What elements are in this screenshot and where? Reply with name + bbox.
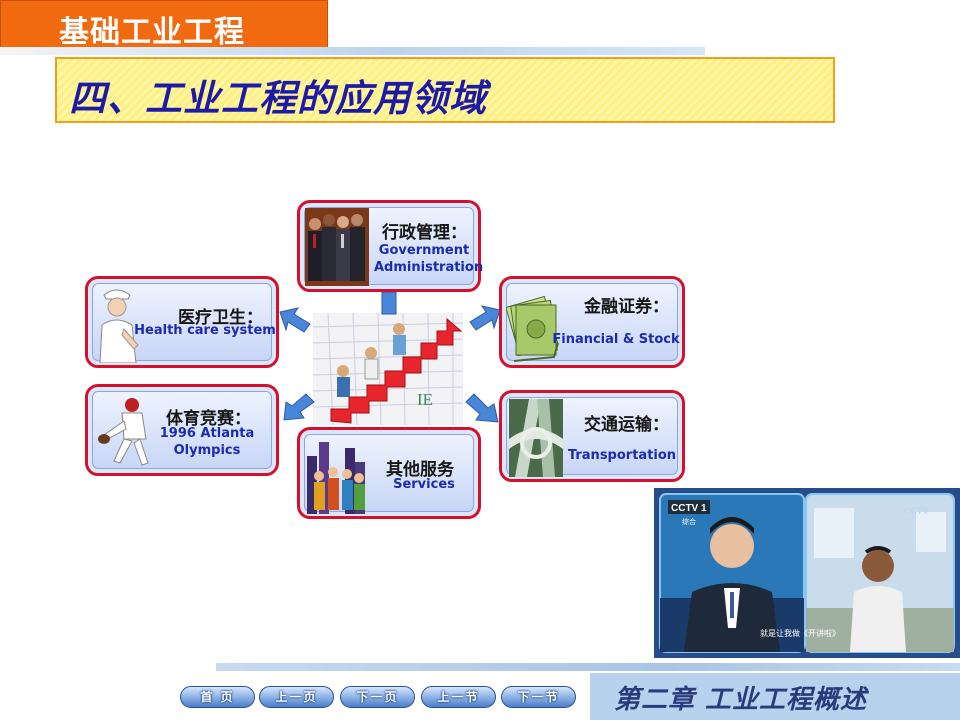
baseball-player-image [94,391,156,477]
money-stack-image [505,283,562,367]
next-section-button[interactable]: 下一节 [501,686,576,708]
course-title: 基础工业工程 [59,15,245,50]
channel-logo: CCTV 1 [671,503,707,514]
section-title: 四、工业工程的应用领域 [69,77,487,120]
card-government: 行政管理： Government Administration [297,200,484,292]
nurse-image [94,285,142,367]
city-people-image [305,436,367,518]
card-government-en-2: Administration [374,260,484,275]
channel-sub: 综合 [682,517,696,526]
arrow-down-left-icon [282,392,316,428]
ie-center-image: IE [312,312,464,426]
card-transport-en: Transportation [567,448,677,463]
header-divider [0,47,705,55]
card-services-cn: 其他服务 [386,460,454,480]
card-services-en: Services [393,477,455,492]
card-finance: 金融证券： Financial & Stock [499,276,685,368]
highway-interchange-image [509,399,563,481]
card-health-cn: 医疗卫生： [178,308,263,328]
course-title-banner: 基础工业工程 [0,0,328,50]
arrow-up-right-icon [468,304,502,338]
card-sports-en-2: Olympics [173,443,241,458]
card-health-en: Health care system [134,323,276,338]
arrow-up-icon [378,291,400,322]
card-services: 其他服务 Services [297,427,481,519]
arrow-up-left-icon [278,306,312,338]
card-finance-cn: 金融证券： [584,297,669,317]
card-sports-cn: 体育竞赛： [166,409,251,429]
next-page-button[interactable]: 下一页 [340,686,415,708]
businessmen-image [305,208,369,290]
card-health: 医疗卫生： Health care system [85,276,279,368]
chapter-title: 第二章 工业工程概述 [614,685,868,715]
prev-section-button[interactable]: 上一节 [421,686,496,708]
section-title-box: 四、工业工程的应用领域 [55,57,835,123]
home-button[interactable]: 首 页 [180,686,255,708]
footer-divider [216,663,960,671]
card-sports-en-1: 1996 Atlanta [159,426,255,441]
ie-label: IE [417,390,433,409]
video-player[interactable]: CCTV 1 综合 CCTV 就是让我做《开讲啦》 [654,488,960,658]
card-sports: 体育竞赛： 1996 Atlanta Olympics [85,384,279,476]
card-transport: 交通运输： Transportation [499,390,685,482]
card-transport-cn: 交通运输： [584,415,669,435]
card-government-cn: 行政管理： [382,223,467,243]
prev-page-button[interactable]: 上一页 [259,686,334,708]
card-finance-en: Financial & Stock [552,332,680,347]
corner-logo: CCTV [904,506,929,516]
arrow-down-right-icon [464,392,500,430]
card-government-en-1: Government [378,243,470,258]
video-subtitle: 就是让我做《开讲啦》 [760,628,840,638]
chapter-banner: 第二章 工业工程概述 [590,673,960,720]
